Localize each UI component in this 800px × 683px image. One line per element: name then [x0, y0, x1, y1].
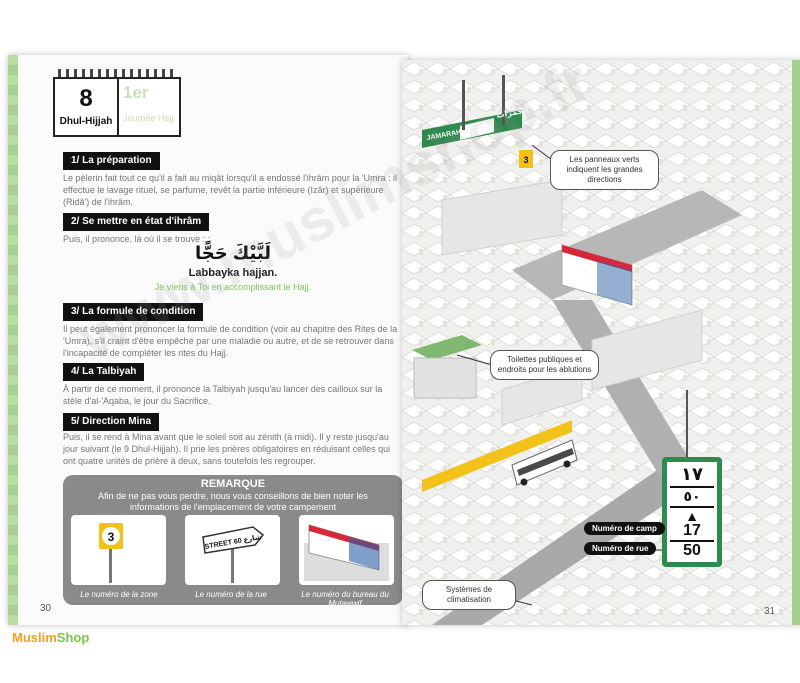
section-text-condition: Il peut également prononcer la formule d…	[63, 324, 398, 358]
section-title-condition: 3/ La formule de condition	[63, 303, 204, 321]
logo-part-b: Shop	[56, 630, 90, 645]
book-spread: 8 Dhul-Hijjah 1er Journée Hajj 1/ La pré…	[0, 40, 800, 645]
page-number-left: 30	[40, 603, 52, 614]
calendar-day: 8 Dhul-Hijjah	[55, 79, 119, 135]
zone-sign-icon: 3	[99, 523, 123, 583]
camp-number-arabic: ١٧	[670, 464, 714, 488]
section-text-preparation: Le pèlerin fait tout ce qu'il a fait au …	[63, 173, 398, 207]
street-sign-icon: STREET 60 شارع	[202, 526, 265, 583]
callout-toilets: Toilettes publiques et endroits pour les…	[490, 350, 599, 380]
section-title-ihram: 2/ Se mettre en état d'ihrâm	[63, 213, 210, 231]
callout-green-signs: Les panneaux verts indiquent les grandes…	[550, 150, 659, 190]
street-number-arabic: ٥٠	[670, 488, 714, 508]
street-number: 50	[683, 542, 701, 559]
day-ordinal-sub: Journée Hajj	[123, 113, 174, 123]
day-number: 8	[79, 85, 93, 112]
street-number-image: STREET 60 شارع	[185, 515, 280, 585]
section-text-talbiyah: À partir de ce moment, il prononce la Ta…	[63, 384, 383, 406]
callout-ac-systems: Systèmes de climatisation	[422, 580, 516, 610]
calendar-rings	[58, 69, 174, 79]
logo-part-a: Muslim	[12, 630, 57, 645]
zone-sign-number: 3	[108, 530, 115, 544]
section-text-ihram: Puis, il prononce, là où il se trouve : …	[63, 234, 211, 244]
label-street-number: Numéro de rue	[584, 542, 657, 555]
left-page: 8 Dhul-Hijjah 1er Journée Hajj 1/ La pré…	[8, 55, 408, 625]
section-title-talbiyah: 4/ La Talbiyah	[63, 363, 145, 381]
caption-street: Le numéro de la rue	[195, 590, 267, 599]
month-name: Dhul-Hijjah	[59, 116, 113, 127]
camp-number: 17	[670, 522, 714, 542]
section-title-preparation: 1/ La préparation	[63, 152, 160, 170]
green-margin-stripe	[8, 55, 18, 625]
remarque-body: Afin de ne pas vous perdre, nous vous co…	[98, 491, 368, 512]
translation: Je viens à Toi en accomplissant le Hajj.	[154, 282, 312, 292]
caption-zone: Le numéro de la zone	[80, 590, 158, 599]
transliteration: Labbayka hajjan.	[188, 267, 278, 279]
zone-marker-number: 3	[523, 155, 528, 165]
calendar-date-box: 8 Dhul-Hijjah 1er Journée Hajj	[53, 77, 181, 137]
section-title-mina: 5/ Direction Mina	[63, 413, 160, 431]
person-icon: ▲	[685, 508, 699, 524]
section-text-mina: Puis, il se rend à Mina avant que le sol…	[63, 432, 391, 466]
remarque-box: REMARQUE Afin de ne pas vous perdre, nou…	[63, 475, 403, 608]
remarque-title: REMARQUE	[200, 478, 266, 490]
mina-camp-illustration: JAMARAH الجمرات 3	[402, 60, 792, 625]
label-camp-number: Numéro de camp	[584, 522, 665, 535]
muslimshop-logo: MuslimShop	[12, 630, 89, 645]
office-banner-icon	[304, 524, 389, 581]
caption-mutawwif: Le numéro du bureau du Mutawwif	[301, 590, 389, 608]
page-number-right: 31	[764, 606, 776, 617]
arabic-talbiyah: لَبَّيْكَ حَجًّا	[195, 243, 271, 263]
day-ordinal: 1er	[123, 83, 149, 102]
camp-street-sign: ١٧ ٥٠ ▲ 17 50	[662, 457, 722, 567]
mutawwif-office-image	[299, 515, 394, 585]
right-page: JAMARAH الجمرات 3 Les panneaux	[402, 60, 800, 625]
zone-number-image: 3	[71, 515, 166, 585]
